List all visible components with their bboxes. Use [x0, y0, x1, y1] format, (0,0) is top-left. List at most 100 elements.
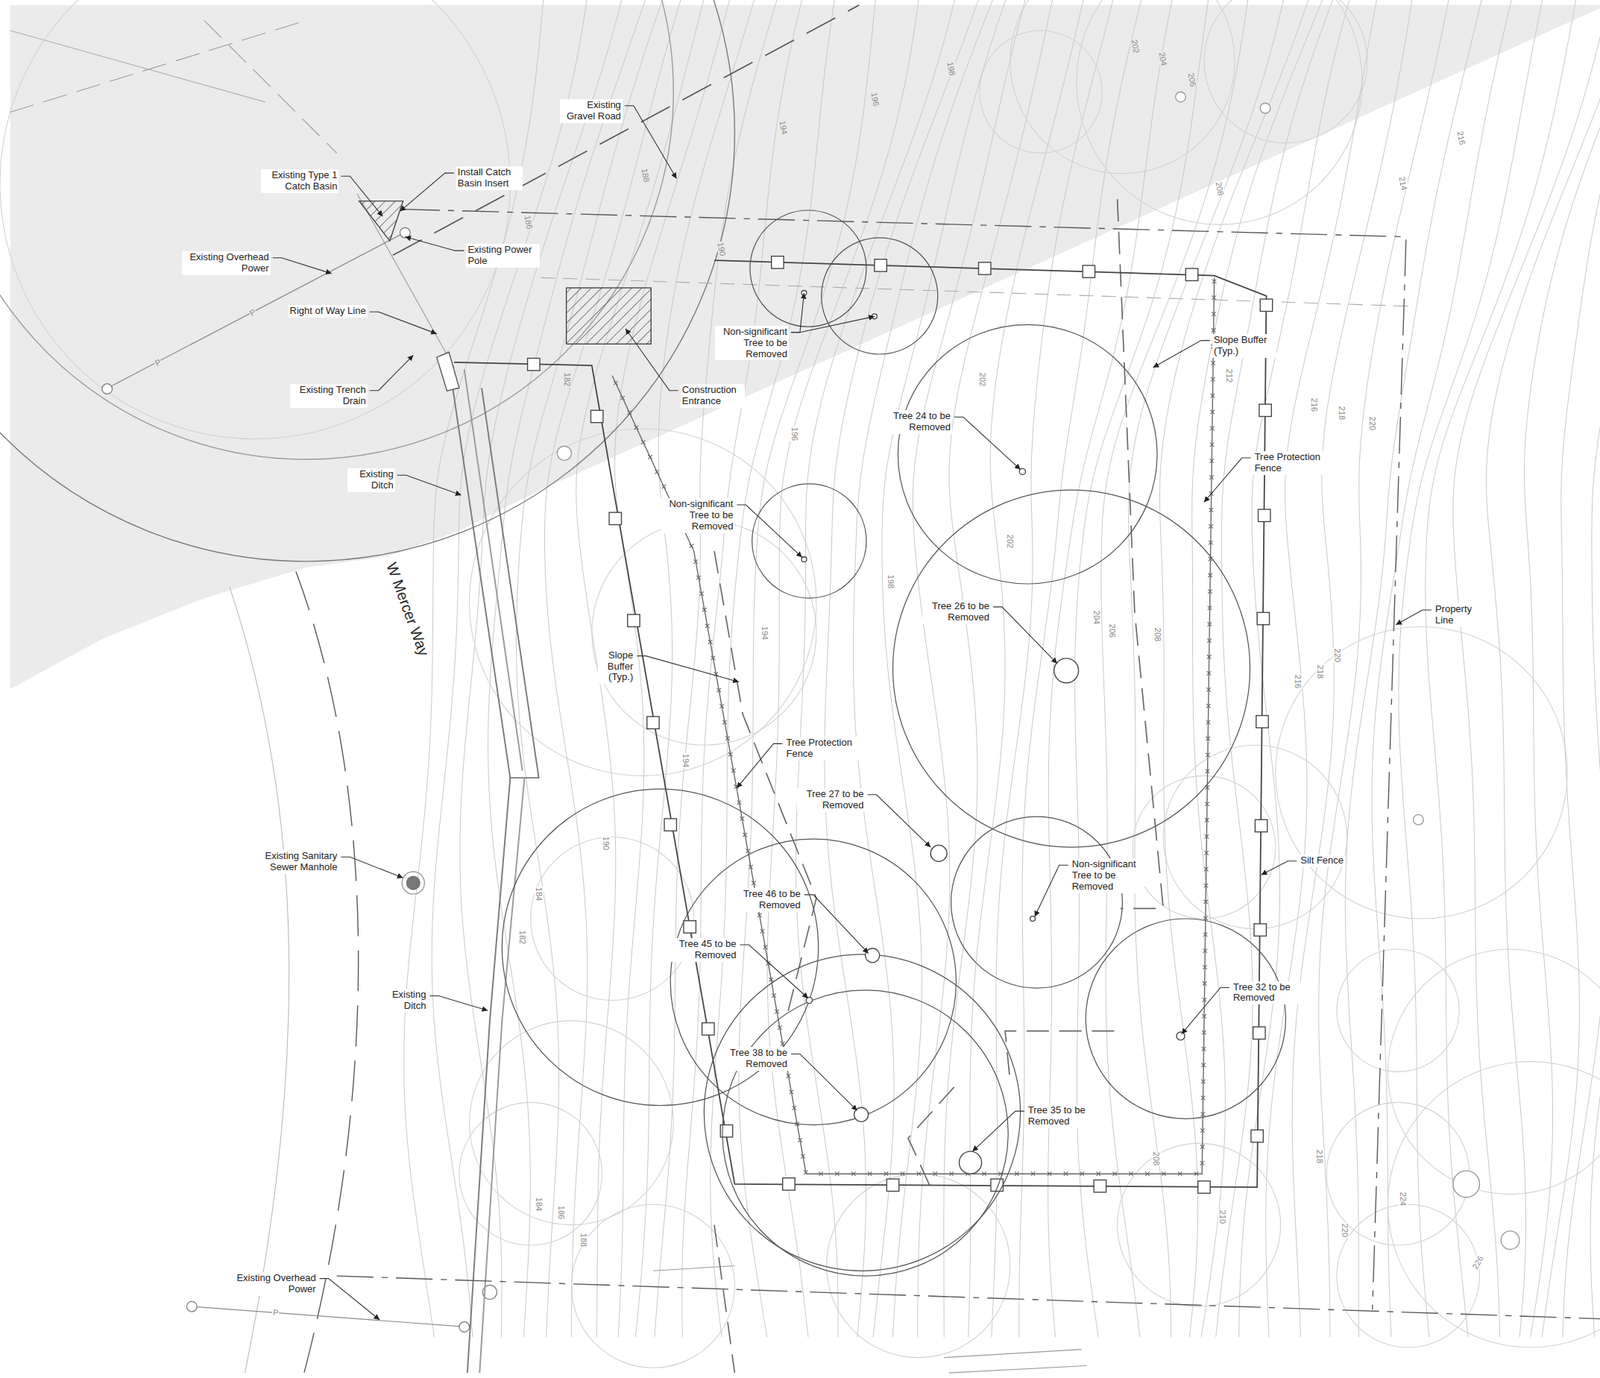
leader-line: [736, 504, 802, 557]
callout-label: Install Catch Basin Insert: [456, 166, 523, 191]
contour-line: [1239, 0, 1356, 1337]
silt-fence-post: [647, 716, 660, 729]
callout-label: Non-significant Tree to be Removed: [1070, 858, 1145, 894]
leader-line: [791, 316, 875, 332]
contour-line: [1048, 0, 1177, 1337]
fence-mark: [763, 945, 768, 950]
power-pole: [459, 1321, 470, 1333]
leader-line: [804, 894, 869, 954]
silt-fence-post: [1256, 715, 1269, 728]
silt-fence-post: [1257, 612, 1269, 625]
fence-mark: [1207, 638, 1211, 642]
fence-mark: [884, 1171, 888, 1176]
ditch-line: [448, 362, 539, 778]
tree-canopy: [752, 483, 867, 598]
silt-fence-post: [664, 818, 677, 831]
fence-mark: [702, 607, 707, 612]
ditch-line: [464, 369, 523, 771]
fence-mark: [1194, 1171, 1199, 1176]
power-pole: [186, 1301, 197, 1312]
contour-elevation: 218: [1337, 405, 1347, 421]
leader-line: [340, 856, 403, 878]
contour-line: [1371, 0, 1517, 1337]
callout-label: Existing Power Pole: [465, 243, 540, 268]
contour-line: [968, 0, 1088, 1337]
fence-mark: [777, 1025, 782, 1029]
callout-label: Silt Fence: [1298, 854, 1346, 868]
tree-canopy: [893, 489, 1251, 847]
leader-line: [1181, 987, 1230, 1035]
callout-label: Tree 24 to be Removed: [883, 410, 953, 434]
tree-trunk: [1054, 658, 1079, 683]
contour-line: [767, 0, 922, 1337]
fence-mark: [1204, 834, 1209, 839]
leader-line: [1261, 861, 1298, 875]
sewer-manhole: [401, 871, 425, 894]
contour-elevation: 218: [1315, 664, 1325, 680]
fence-mark: [1063, 1171, 1068, 1176]
callout-label: Tree 27 to be Removed: [797, 788, 866, 812]
silt-fence-post: [1251, 1129, 1264, 1142]
silt-fence-post: [1254, 923, 1266, 936]
contour-elevation: 224: [1398, 1191, 1408, 1207]
fence-mark: [1205, 769, 1210, 774]
fence-mark: [689, 543, 694, 548]
callout-label: Existing Overhead Power: [228, 1271, 318, 1296]
silt-fence-post: [1254, 819, 1267, 832]
fence-mark: [1203, 932, 1208, 937]
tree-canopy-faint: [1076, 0, 1363, 225]
fence-mark: [1206, 687, 1211, 692]
fence-mark: [768, 977, 773, 982]
ditch-line: [467, 777, 510, 1373]
contour-line: [1453, 0, 1600, 1337]
silt-fence-post: [1198, 1180, 1211, 1193]
silt-fence-post: [1093, 1179, 1106, 1192]
leader-line: [624, 105, 677, 179]
silt-fence-post: [886, 1178, 899, 1191]
fence-mark: [818, 1171, 823, 1176]
ditch-line: [448, 362, 539, 1373]
contour-line: [654, 0, 783, 1337]
fence-mark: [1210, 377, 1215, 381]
silt-fence-post: [683, 920, 696, 933]
tree-trunk: [556, 445, 572, 461]
silt-fence-post: [782, 1178, 795, 1190]
fence-mark: [1200, 1160, 1205, 1165]
tree-trunk: [930, 844, 947, 862]
tree-canopy-faint: [1336, 949, 1460, 1072]
leader-line: [636, 656, 739, 683]
leader-line: [404, 237, 464, 252]
fence-mark: [641, 439, 645, 444]
callout-label: Tree 32 to be Removed: [1231, 981, 1301, 1006]
fence-mark: [751, 880, 756, 885]
contour-elevation: 190: [601, 835, 611, 851]
road-line: [229, 571, 359, 1374]
fence-mark: [1201, 1013, 1206, 1018]
contour-line: [882, 0, 1013, 1337]
tree-trunk: [1453, 1170, 1480, 1198]
fence-mark: [1205, 753, 1210, 757]
property-line: [336, 1275, 1600, 1319]
tree-canopy-faint: [1163, 744, 1347, 929]
tree-trunk: [1413, 814, 1425, 825]
fence-mark: [1161, 1171, 1166, 1176]
fence-mark: [1203, 948, 1208, 953]
misc-linework: [10, 30, 266, 103]
silt-fence: [454, 260, 1266, 1187]
fence-mark: [1201, 1030, 1206, 1035]
fence-mark: [1201, 1079, 1205, 1084]
leader-line: [993, 606, 1058, 664]
sewer-manhole: [406, 876, 421, 891]
contour-elevation: 202: [1005, 533, 1015, 548]
contour-elevation: 182: [562, 372, 572, 387]
contour-line: [682, 0, 808, 1337]
fence-mark: [1209, 507, 1214, 512]
contour-line: [404, 0, 546, 1337]
fence-mark: [1208, 524, 1213, 528]
fence-mark: [717, 688, 721, 692]
tree-canopy-faint: [1387, 949, 1600, 1195]
tree-canopy-faint: [469, 428, 817, 776]
leader-line: [1204, 457, 1252, 502]
fence-mark: [792, 1105, 797, 1110]
callout-label: Slope Buffer (Typ.): [1212, 334, 1277, 358]
